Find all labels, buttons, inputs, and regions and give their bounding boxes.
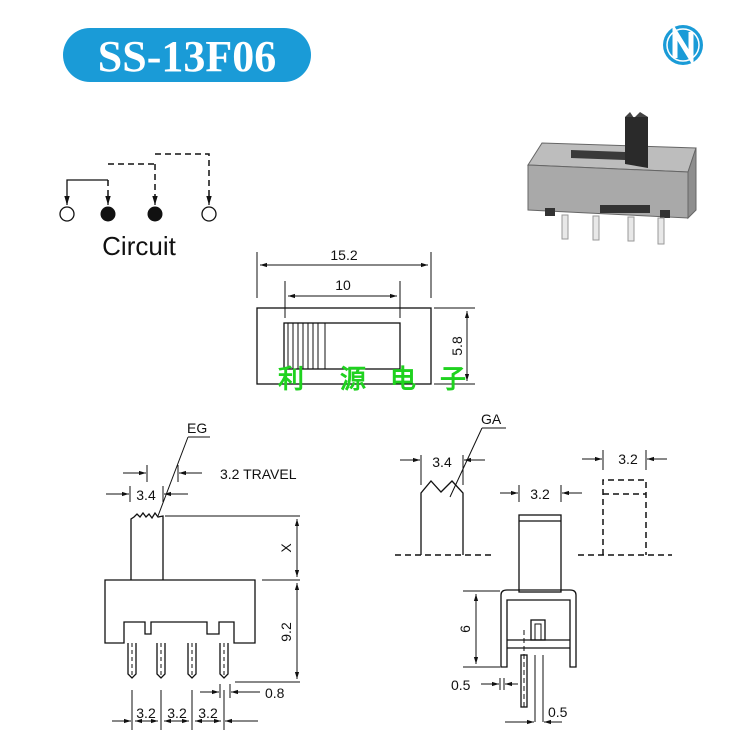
product-image	[527, 112, 697, 245]
ga-label: GA	[481, 411, 502, 427]
dim-slot-width: 10	[335, 277, 351, 293]
top-view: 15.2 10 5.8 利 源 电 子	[256, 247, 475, 395]
dim-actuator-width: 3.2	[530, 486, 550, 502]
pins	[127, 643, 229, 679]
dim-alt-actuator-width: 3.2	[618, 451, 638, 467]
model-title: SS-13F06	[98, 32, 276, 81]
watermark-char: 利	[278, 365, 304, 395]
end-view: 3.2 6 0.5 0.5	[451, 485, 582, 725]
terminal-closed-icon	[100, 206, 116, 222]
dim-overall-width: 15.2	[330, 247, 357, 263]
circuit-label: Circuit	[102, 231, 176, 261]
dim-pin-gap: 0.5	[548, 704, 568, 720]
dim-actuator-height: X	[278, 543, 294, 553]
ga-detail: GA 3.4	[395, 411, 506, 556]
title-badge: SS-13F06	[63, 28, 311, 82]
alt-actuator-view: 3.2	[578, 450, 672, 556]
dim-height: 5.8	[449, 336, 465, 356]
eg-label: EG	[187, 420, 207, 436]
terminal-open-icon	[59, 206, 75, 222]
terminal-open-icon	[201, 206, 217, 222]
dim-body-height: 6	[457, 625, 473, 633]
terminal-closed-icon	[147, 206, 163, 222]
dim-ga-width: 3.4	[432, 454, 452, 470]
dim-pin-pitch: 3.2	[136, 705, 156, 721]
dim-actuator-width: 3.4	[136, 487, 156, 503]
dim-pin-pitch: 3.2	[198, 705, 218, 721]
circuit-diagram: Circuit	[59, 153, 217, 261]
dim-pin-pitch: 3.2	[167, 705, 187, 721]
brand-logo	[663, 23, 703, 67]
dim-body-height: 9.2	[278, 622, 294, 642]
travel-label: 3.2 TRAVEL	[220, 466, 297, 482]
side-view: EG 3.2 TRAVEL 3.4 X 9.2 0.8 3.2 3.2 3.2	[104, 420, 300, 730]
dim-pin-thickness: 0.5	[451, 677, 471, 693]
watermark-char: 源	[340, 365, 366, 395]
watermark-char: 电	[390, 365, 416, 395]
dim-pin-width: 0.8	[265, 685, 285, 701]
watermark-char: 子	[440, 365, 466, 395]
